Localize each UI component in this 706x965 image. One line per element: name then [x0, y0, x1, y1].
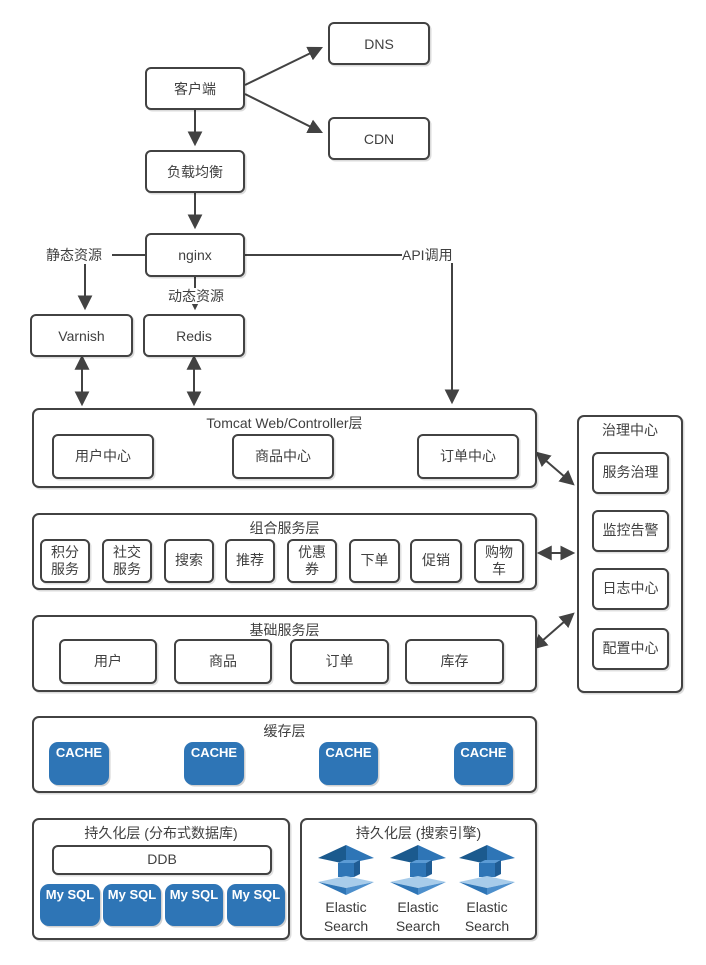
elasticsearch-icon [390, 845, 446, 895]
composite-item-promotion: 促销 [410, 539, 462, 583]
node-load-balancer: 负载均衡 [145, 150, 245, 193]
layer-tomcat-title: Tomcat Web/Controller层 [206, 415, 363, 431]
layer-cache-title: 缓存层 [263, 723, 306, 739]
composite-item-place-order: 下单 [349, 539, 400, 583]
governance-item-log: 日志中心 [592, 568, 669, 610]
layer-persistence-db-title: 持久化层 (分布式数据库) [84, 825, 238, 841]
elasticsearch-icon [459, 845, 515, 895]
layer-basic-title: 基础服务层 [249, 622, 320, 638]
composite-item-search: 搜索 [164, 539, 214, 583]
layer-composite-services: 组合服务层 积分服务 社交服务 搜索 推荐 优惠券 下单 促销 购物车 [32, 513, 537, 590]
composite-item-cart: 购物车 [474, 539, 524, 583]
composite-item-social: 社交服务 [102, 539, 152, 583]
node-cdn: CDN [328, 117, 430, 160]
cache-node: CACHE [184, 742, 244, 785]
layer-governance: 治理中心 服务治理 监控告警 日志中心 配置中心 [577, 415, 683, 693]
basic-item-product: 商品 [174, 639, 272, 684]
cache-node: CACHE [319, 742, 378, 785]
tomcat-item-order-center: 订单中心 [417, 434, 519, 479]
node-dns: DNS [328, 22, 430, 65]
layer-persistence-db: 持久化层 (分布式数据库) DDB My SQL My SQL My SQL M… [32, 818, 290, 940]
basic-item-user: 用户 [59, 639, 157, 684]
basic-item-order: 订单 [290, 639, 389, 684]
elasticsearch-label: Elastic Search [395, 899, 441, 934]
elasticsearch-node: Elastic Search [316, 844, 376, 936]
tomcat-item-product-center: 商品中心 [232, 434, 334, 479]
mysql-node: My SQL [165, 884, 223, 926]
node-varnish: Varnish [30, 314, 133, 357]
layer-tomcat: Tomcat Web/Controller层 用户中心 商品中心 订单中心 [32, 408, 537, 488]
layer-composite-title: 组合服务层 [249, 520, 320, 536]
cache-node: CACHE [454, 742, 513, 785]
elasticsearch-node: Elastic Search [457, 844, 517, 936]
layer-governance-title: 治理中心 [602, 422, 658, 438]
governance-item-config: 配置中心 [592, 628, 669, 670]
governance-item-monitor: 监控告警 [592, 510, 669, 552]
composite-item-points: 积分服务 [40, 539, 90, 583]
elasticsearch-node: Elastic Search [388, 844, 448, 936]
mysql-node: My SQL [103, 884, 161, 926]
layer-basic-services: 基础服务层 用户 商品 订单 库存 [32, 615, 537, 692]
edge-label-dynamic-resources: 动态资源 [168, 288, 224, 304]
tomcat-item-user-center: 用户中心 [52, 434, 154, 479]
elasticsearch-icon [318, 845, 374, 895]
ddb-node: DDB [52, 845, 272, 875]
node-nginx: nginx [145, 233, 245, 277]
cache-node: CACHE [49, 742, 109, 785]
elasticsearch-label: Elastic Search [323, 899, 369, 934]
node-redis: Redis [143, 314, 245, 357]
edge-label-static-resources: 静态资源 [46, 247, 102, 263]
composite-item-recommend: 推荐 [225, 539, 275, 583]
elasticsearch-label: Elastic Search [464, 899, 510, 934]
layer-persistence-search-title: 持久化层 (搜索引擎) [355, 825, 482, 841]
mysql-node: My SQL [227, 884, 285, 926]
composite-item-coupon: 优惠券 [287, 539, 337, 583]
node-client: 客户端 [145, 67, 245, 110]
edge-label-api-call: API调用 [402, 247, 453, 263]
mysql-node: My SQL [40, 884, 100, 926]
layer-cache: 缓存层 CACHE CACHE CACHE CACHE [32, 716, 537, 793]
basic-item-inventory: 库存 [405, 639, 504, 684]
governance-item-service: 服务治理 [592, 452, 669, 494]
